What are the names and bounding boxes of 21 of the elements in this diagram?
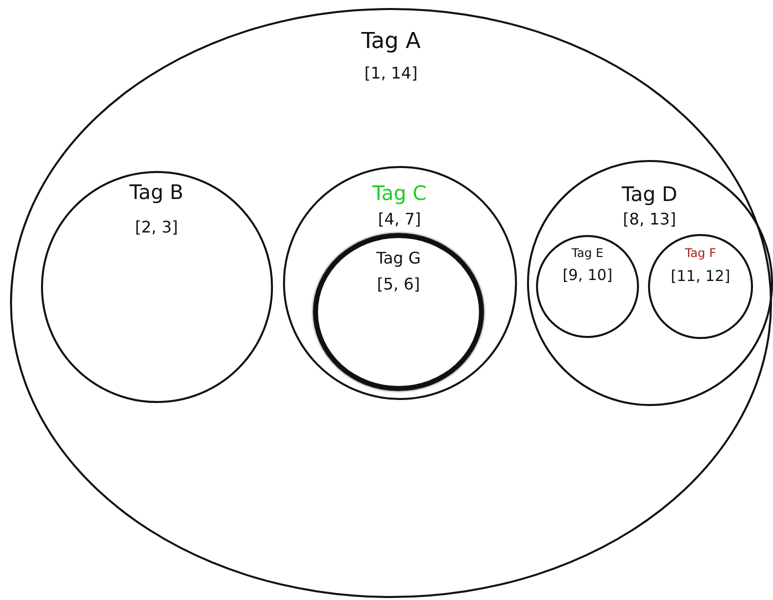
tag-name: Tag E	[572, 245, 604, 260]
interval-label: [1, 14]	[364, 62, 418, 82]
group-circle	[526, 160, 772, 406]
interval-label: [8, 13]	[622, 209, 676, 229]
tag-name: Tag B	[130, 180, 184, 204]
tag-name: Tag C	[372, 181, 427, 205]
group-circle	[313, 233, 484, 391]
interval-label: [2, 3]	[134, 217, 178, 237]
tag-name: Tag F	[684, 245, 716, 260]
group-circle	[536, 235, 639, 338]
interval-label: [11, 12]	[670, 266, 730, 284]
group-circle	[282, 166, 516, 400]
group-ellipse	[10, 8, 772, 598]
tag-name: Tag A	[361, 28, 421, 55]
group-circle	[648, 234, 753, 339]
group-circle	[40, 170, 272, 402]
tag-name: Tag G	[376, 248, 421, 268]
interval-label: [5, 6]	[376, 274, 420, 294]
interval-label: [4, 7]	[378, 209, 421, 229]
tag-name: Tag D	[622, 182, 678, 206]
interval-label: [9, 10]	[562, 266, 612, 284]
